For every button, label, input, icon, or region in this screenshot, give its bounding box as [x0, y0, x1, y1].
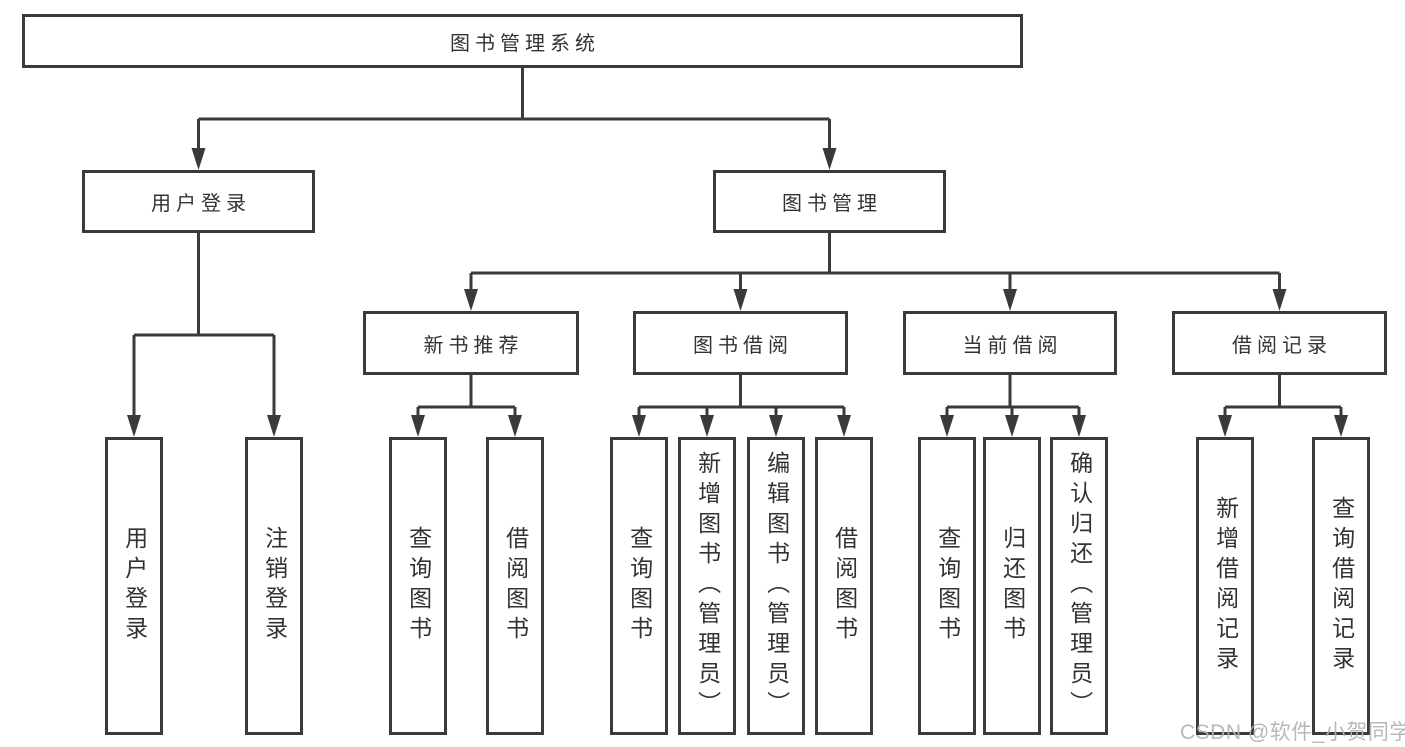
leaf-label: 确认归还（管理员） — [1066, 451, 1093, 721]
csdn-watermark: CSDN @软件_小贺同学 — [1180, 721, 1405, 744]
arrowhead — [1218, 415, 1232, 437]
arrowhead — [632, 415, 646, 437]
arrowhead — [127, 415, 141, 437]
leaf-label: 新增借阅记录 — [1212, 496, 1239, 676]
leaf-box-borrow-books: 借阅图书 — [815, 437, 873, 735]
leaf-label: 查询图书 — [934, 526, 961, 646]
branch-box-book-borrowing: 图书借阅 — [633, 311, 848, 375]
branch-box-book-management: 图书管理 — [713, 170, 946, 233]
leaf-box-logout: 注销登录 — [245, 437, 303, 735]
root-box-library-management-system: 图书管理系统 — [22, 14, 1023, 68]
branch-label: 新书推荐 — [423, 334, 524, 357]
leaf-label: 查询图书 — [626, 526, 653, 646]
arrowhead — [267, 415, 281, 437]
arrowhead — [1005, 415, 1019, 437]
arrowhead — [464, 289, 478, 311]
branch-label: 用户登录 — [151, 193, 251, 215]
arrowhead — [1072, 415, 1086, 437]
arrowhead — [940, 415, 954, 437]
leaf-label: 注销登录 — [261, 526, 288, 646]
branch-label: 借阅记录 — [1232, 334, 1332, 357]
branch-label: 图书借阅 — [693, 334, 793, 357]
leaf-box-query-books-recommend: 查询图书 — [389, 437, 447, 735]
branch-box-borrow-records: 借阅记录 — [1172, 311, 1387, 375]
leaf-label: 借阅图书 — [502, 526, 529, 646]
arrowhead — [822, 148, 837, 170]
branch-label: 当前借阅 — [962, 334, 1063, 357]
leaf-box-add-borrow-record: 新增借阅记录 — [1196, 437, 1254, 735]
leaf-label: 归还图书 — [999, 526, 1026, 646]
leaf-label: 查询图书 — [405, 526, 432, 646]
leaf-box-query-borrow-record: 查询借阅记录 — [1312, 437, 1370, 735]
arrowhead — [700, 415, 714, 437]
leaf-label: 查询借阅记录 — [1328, 496, 1355, 676]
leaf-box-edit-book-admin: 编辑图书（管理员） — [747, 437, 805, 735]
arrowhead — [769, 415, 783, 437]
leaf-label: 编辑图书（管理员） — [763, 451, 790, 721]
arrowhead — [1003, 289, 1017, 311]
leaf-box-query-books-borrowing: 查询图书 — [610, 437, 668, 735]
arrowhead — [191, 148, 206, 170]
arrowhead — [837, 415, 851, 437]
leaf-box-return-book: 归还图书 — [983, 437, 1041, 735]
leaf-label: 借阅图书 — [831, 526, 858, 646]
branch-box-current-borrowing: 当前借阅 — [903, 311, 1117, 375]
arrowhead — [1272, 289, 1287, 311]
leaf-label: 新增图书（管理员） — [694, 451, 721, 721]
arrowhead — [508, 415, 522, 437]
root-label: 图书管理系统 — [450, 32, 600, 55]
leaf-box-confirm-return-admin: 确认归还（管理员） — [1050, 437, 1108, 735]
arrowhead — [733, 289, 748, 311]
branch-box-user-login: 用户登录 — [82, 170, 315, 233]
branch-box-new-book-recommend: 新书推荐 — [363, 311, 579, 375]
branch-label: 图书管理 — [782, 193, 882, 215]
leaf-box-add-book-admin: 新增图书（管理员） — [678, 437, 736, 735]
arrowhead — [411, 415, 425, 437]
leaf-label: 用户登录 — [121, 526, 148, 646]
arrowhead — [1334, 415, 1348, 437]
leaf-box-borrow-books-recommend: 借阅图书 — [486, 437, 544, 735]
leaf-box-user-login: 用户登录 — [105, 437, 163, 735]
leaf-box-query-books-current: 查询图书 — [918, 437, 976, 735]
